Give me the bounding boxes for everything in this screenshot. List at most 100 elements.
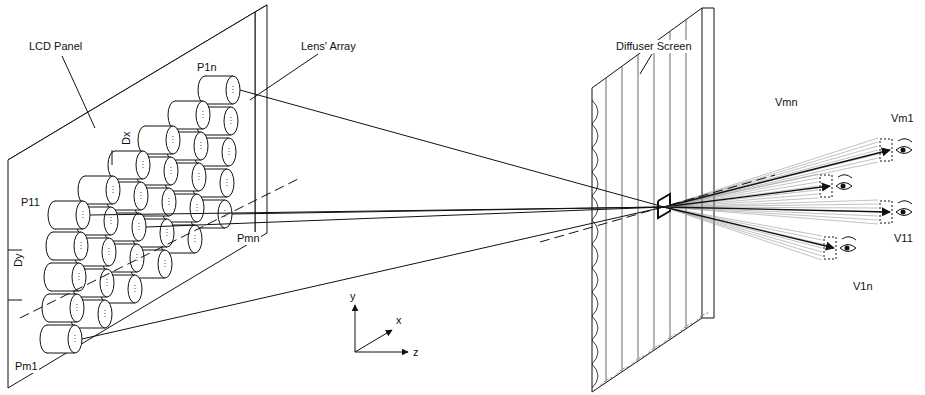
lens-cylinder (44, 263, 86, 291)
lens-face (192, 163, 206, 191)
lens-face (104, 207, 118, 235)
leader-line (250, 54, 318, 100)
view-ray (664, 200, 878, 207)
lens-edge (81, 266, 109, 267)
eye (896, 209, 912, 216)
lens-axis (81, 242, 82, 250)
lens-edge (143, 185, 171, 186)
lens-face (222, 138, 236, 166)
lcd-panel (8, 5, 267, 388)
lens-edge (199, 197, 227, 198)
lens-axis (197, 204, 198, 212)
eyebrow (842, 237, 856, 240)
lenticule-profile (592, 316, 598, 340)
eyebrow (898, 139, 912, 142)
lens-face (162, 188, 176, 216)
viewing-zone (824, 237, 836, 259)
lens-edge (115, 151, 143, 152)
lens-face (220, 169, 234, 197)
lenticule-line (654, 43, 655, 350)
part-label: Pm1 (14, 360, 39, 373)
lens-edge (145, 126, 173, 127)
lens-axis (141, 192, 142, 200)
eye (896, 147, 912, 154)
lens-cylinder (40, 325, 82, 353)
view-ray (664, 207, 822, 240)
view-ray (664, 207, 822, 252)
lens-edge (85, 176, 113, 177)
lens-edge (85, 204, 113, 205)
lens-cylinder (48, 201, 90, 229)
axis-label: x (395, 314, 403, 327)
lens-axis (83, 211, 84, 219)
lens-axis (231, 117, 232, 125)
light-ray (82, 207, 664, 339)
lenticule-profile (592, 340, 598, 364)
axis-label: z (412, 346, 420, 359)
lens-face (76, 201, 90, 229)
lenticule-profile (592, 148, 598, 172)
lens-face (68, 325, 82, 353)
part-label: V1n (852, 280, 874, 293)
lens-face (226, 76, 240, 104)
lens-axis (143, 161, 144, 169)
light-rays (82, 90, 664, 339)
lens-axis (109, 248, 110, 256)
lens-axis (113, 186, 114, 194)
view-ray (664, 142, 878, 207)
lens-face (188, 225, 202, 253)
lens-cylinder (198, 76, 240, 104)
lens-edge (55, 201, 83, 202)
leader-line (62, 56, 95, 128)
optical-axis (20, 178, 300, 318)
part-label: P1n (196, 61, 218, 74)
view-ray (664, 207, 822, 260)
eyebrow (898, 201, 912, 204)
lens-edge (47, 325, 75, 326)
lens-edge (203, 135, 231, 136)
lens-face (100, 269, 114, 297)
lens-axis (229, 148, 230, 156)
light-ray (240, 90, 664, 207)
lens-face (132, 213, 146, 241)
lens-edge (171, 191, 199, 192)
lens-axis (111, 217, 112, 225)
view-ray (664, 138, 878, 207)
lens-face (106, 176, 120, 204)
dimension-tick (8, 300, 22, 301)
lens-axis (195, 235, 196, 243)
viewing-zone (880, 201, 892, 223)
eye (836, 183, 852, 190)
lens-face (136, 151, 150, 179)
lens-edge (53, 260, 81, 261)
viewers (664, 138, 912, 260)
lenticule-bottom (646, 345, 662, 356)
axis-arrow (355, 352, 408, 353)
lens-edge (173, 160, 201, 161)
lens-axis (107, 279, 108, 287)
lens-face (166, 126, 180, 154)
lens-axis (225, 210, 226, 218)
pupil (841, 184, 846, 189)
axis-label: y (349, 290, 357, 303)
lenticule-line (686, 20, 687, 329)
part-label: Vm1 (890, 112, 915, 125)
lens-edge (49, 294, 77, 295)
panel-face (8, 12, 255, 388)
light-ray (146, 207, 664, 227)
lens-edge (137, 278, 165, 279)
pupil (845, 246, 850, 251)
part-label: Vmn (774, 96, 799, 109)
lens-face (128, 275, 142, 303)
lens-face (70, 294, 84, 322)
lens-edge (111, 241, 139, 242)
lens-edge (145, 154, 173, 155)
lens-face (164, 157, 178, 185)
view-arrow (664, 150, 890, 207)
lens-edge (115, 179, 143, 180)
view-arrow (664, 186, 830, 207)
part-label: Dx (120, 131, 133, 146)
axis-arrow (355, 330, 392, 352)
lens-cylinder (168, 101, 210, 129)
lens-face (72, 263, 86, 291)
